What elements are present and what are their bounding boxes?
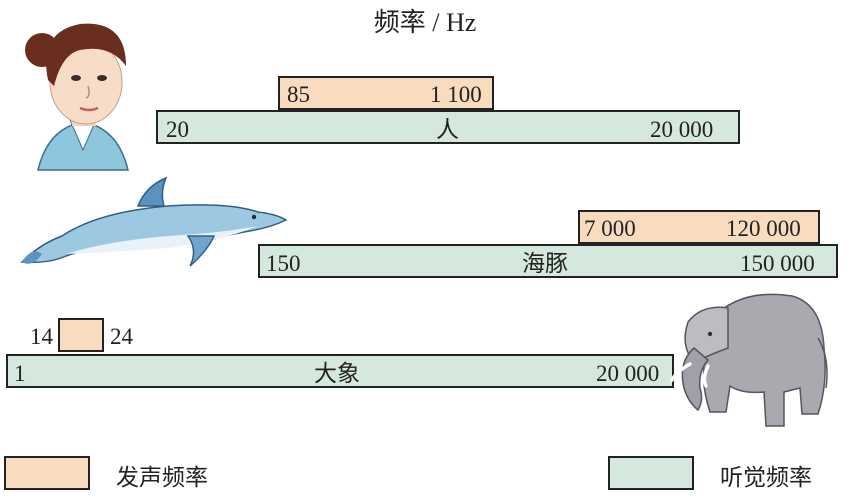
dolphin-icon <box>20 176 288 267</box>
legend-hearing-swatch <box>608 456 694 490</box>
dolphin-hearing-min: 150 <box>266 251 301 276</box>
dolphin-sound-bar <box>578 210 820 244</box>
human-hearing-max: 20 000 <box>650 117 714 142</box>
elephant-sound-bar <box>58 318 104 352</box>
dolphin-sound-min: 7 000 <box>584 216 636 241</box>
human-name: 人 <box>436 117 459 142</box>
elephant-hearing-max: 20 000 <box>596 361 660 386</box>
elephant-name: 大象 <box>314 361 360 386</box>
elephant-sound-min: 14 <box>30 324 53 349</box>
chart-title: 频率 / Hz <box>373 8 477 37</box>
legend-hearing-label: 听觉频率 <box>720 465 812 490</box>
human-hearing-min: 20 <box>166 117 189 142</box>
woman-face-icon <box>25 23 129 171</box>
elephant-hearing-bar <box>6 354 674 388</box>
elephant-sound-max: 24 <box>110 324 133 349</box>
human-sound-max: 1 100 <box>430 82 482 107</box>
human-sound-min: 85 <box>287 82 310 107</box>
legend-sound-label: 发声频率 <box>116 465 208 490</box>
dolphin-sound-max: 120 000 <box>726 216 801 241</box>
elephant-hearing-min: 1 <box>14 361 26 386</box>
human-hearing-bar <box>156 110 740 144</box>
dolphin-name: 海豚 <box>522 251 568 276</box>
legend-sound-swatch <box>4 456 90 490</box>
dolphin-hearing-bar <box>258 244 838 278</box>
dolphin-hearing-max: 150 000 <box>740 251 815 276</box>
human-sound-bar <box>278 76 494 110</box>
elephant-icon <box>670 293 828 427</box>
